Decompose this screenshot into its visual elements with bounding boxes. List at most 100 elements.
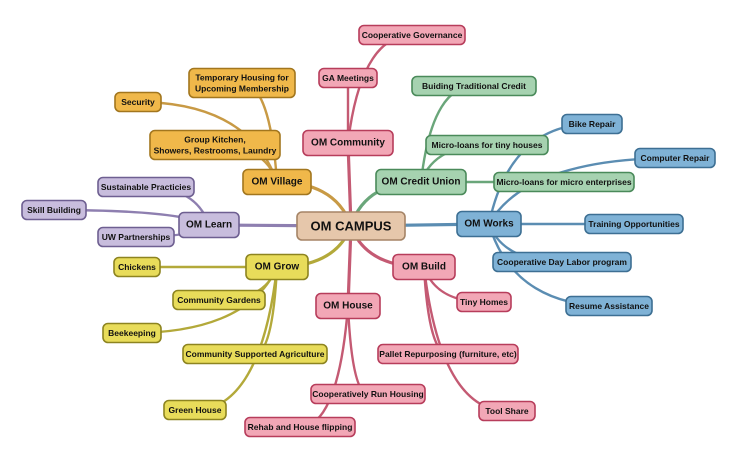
node-label-coop-gov: Cooperative Governance: [362, 30, 463, 40]
node-learn[interactable]: OM Learn: [178, 211, 240, 239]
node-credit-union[interactable]: OM Credit Union: [375, 168, 467, 196]
node-bike-repair[interactable]: Bike Repair: [561, 113, 623, 135]
node-box-trad-credit: [411, 75, 537, 97]
node-box-build: [392, 253, 456, 281]
node-skill-building[interactable]: Skill Building: [21, 199, 87, 221]
node-label-training: Training Opportunities: [588, 219, 679, 229]
node-box-micro-tiny: [425, 134, 549, 156]
node-label-coop-housing: Cooperatively Run Housing: [312, 389, 423, 399]
node-center[interactable]: OM CAMPUS: [296, 211, 406, 241]
node-box-center: [296, 211, 406, 241]
node-group-kitchen[interactable]: Group Kitchen,Showers, Restrooms, Laundr…: [149, 129, 281, 161]
node-label-uw: UW Partnerships: [102, 232, 171, 242]
node-label-learn: OM Learn: [186, 220, 232, 231]
node-box-grow: [245, 253, 309, 281]
node-label-rehab: Rehab and House flipping: [248, 422, 353, 432]
node-box-security: [114, 91, 162, 113]
node-day-labor[interactable]: Cooperative Day Labor program: [492, 251, 632, 273]
node-box-beekeeping: [102, 322, 162, 344]
node-label-village: OM Village: [252, 177, 303, 188]
node-label-ga-meetings: GA Meetings: [322, 73, 374, 83]
node-tiny-homes[interactable]: Tiny Homes: [456, 291, 512, 313]
node-coop-housing[interactable]: Cooperatively Run Housing: [310, 383, 426, 405]
node-computer-repair[interactable]: Computer Repair: [634, 147, 716, 169]
node-beekeeping[interactable]: Beekeeping: [102, 322, 162, 344]
node-label-computer-repair: Computer Repair: [641, 153, 711, 163]
node-label-pallet: Pallet Repurposing (furniture, etc): [379, 349, 517, 359]
node-box-house: [315, 292, 381, 320]
node-box-day-labor: [492, 251, 632, 273]
node-box-csa: [182, 343, 328, 365]
node-box-village: [242, 168, 312, 196]
node-build[interactable]: OM Build: [392, 253, 456, 281]
node-box-green-house: [163, 399, 227, 421]
node-village[interactable]: OM Village: [242, 168, 312, 196]
edge-house-rehab: [298, 304, 350, 429]
edge-community-coop-gov: [346, 33, 414, 145]
node-chickens[interactable]: Chickens: [113, 256, 161, 278]
node-comm-gardens[interactable]: Community Gardens: [172, 289, 266, 311]
node-label-tiny-homes: Tiny Homes: [460, 297, 508, 307]
node-training[interactable]: Training Opportunities: [584, 213, 684, 235]
node-box-learn: [178, 211, 240, 239]
node-label-micro-tiny: Micro-loans for tiny houses: [432, 140, 543, 150]
node-layer: OM Community Cooperative Governance GA Mee…: [21, 24, 716, 438]
node-label-group-kitchen: Group Kitchen,: [184, 135, 245, 145]
node-label-csa: Community Supported Agriculture: [186, 349, 325, 359]
node-pallet[interactable]: Pallet Repurposing (furniture, etc): [377, 343, 519, 365]
node-sustainable[interactable]: Sustainable Practicies: [97, 176, 195, 198]
node-works[interactable]: OM Works: [456, 210, 522, 238]
node-label-skill-building: Skill Building: [27, 205, 81, 215]
node-box-chickens: [113, 256, 161, 278]
node-label-grow: OM Grow: [255, 262, 300, 273]
node-box-tiny-homes: [456, 291, 512, 313]
node-community[interactable]: OM Community: [302, 129, 394, 157]
node-label-center: OM CAMPUS: [311, 219, 392, 234]
node-label-beekeeping: Beekeeping: [108, 328, 156, 338]
node-micro-tiny[interactable]: Micro-loans for tiny houses: [425, 134, 549, 156]
node-micro-enterprise[interactable]: Micro-loans for micro enterprises: [493, 171, 635, 193]
node-box-credit-union: [375, 168, 467, 196]
node-box-uw: [97, 226, 175, 248]
node-label-day-labor: Cooperative Day Labor program: [497, 257, 627, 267]
node-uw[interactable]: UW Partnerships: [97, 226, 175, 248]
node-label-credit-union: OM Credit Union: [382, 177, 461, 188]
node-coop-gov[interactable]: Cooperative Governance: [358, 24, 466, 46]
node-box-coop-gov: [358, 24, 466, 46]
node-box-ga-meetings: [318, 67, 378, 89]
node-label-chickens: Chickens: [118, 262, 156, 272]
node-box-skill-building: [21, 199, 87, 221]
node-box-bike-repair: [561, 113, 623, 135]
node-green-house[interactable]: Green House: [163, 399, 227, 421]
node-trad-credit[interactable]: Buiding Traditional Credit: [411, 75, 537, 97]
node-resume[interactable]: Resume Assistance: [565, 295, 653, 317]
node-house[interactable]: OM House: [315, 292, 381, 320]
node-box-pallet: [377, 343, 519, 365]
node-label-temp-housing: Temporary Housing for: [195, 73, 289, 83]
node-box-training: [584, 213, 684, 235]
node-box-rehab: [244, 416, 356, 438]
node-label-sustainable: Sustainable Practicies: [101, 182, 192, 192]
node-label-group-kitchen: Showers, Restrooms, Laundry: [154, 145, 277, 155]
node-security[interactable]: Security: [114, 91, 162, 113]
node-box-temp-housing: [188, 67, 296, 99]
node-label-house: OM House: [323, 301, 373, 312]
node-label-security: Security: [121, 97, 155, 107]
node-grow[interactable]: OM Grow: [245, 253, 309, 281]
node-label-build: OM Build: [402, 262, 446, 273]
node-rehab[interactable]: Rehab and House flipping: [244, 416, 356, 438]
node-box-works: [456, 210, 522, 238]
node-label-comm-gardens: Community Gardens: [177, 295, 261, 305]
node-box-computer-repair: [634, 147, 716, 169]
node-label-community: OM Community: [311, 138, 385, 149]
node-ga-meetings[interactable]: GA Meetings: [318, 67, 378, 89]
node-box-group-kitchen: [149, 129, 281, 161]
node-csa[interactable]: Community Supported Agriculture: [182, 343, 328, 365]
node-label-bike-repair: Bike Repair: [569, 119, 616, 129]
node-box-resume: [565, 295, 653, 317]
node-tool-share[interactable]: Tool Share: [478, 400, 536, 422]
node-box-coop-housing: [310, 383, 426, 405]
node-label-temp-housing: Upcoming Membership: [195, 83, 289, 93]
node-label-works: OM Works: [464, 219, 514, 230]
